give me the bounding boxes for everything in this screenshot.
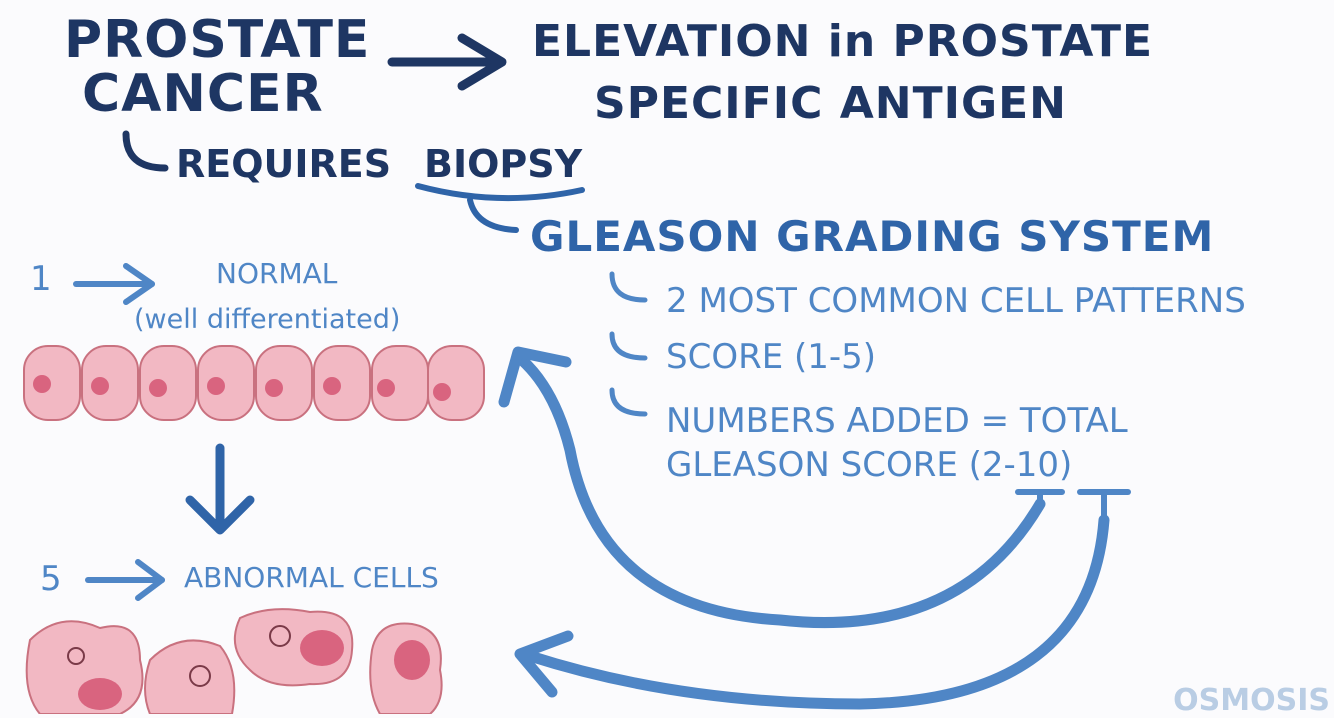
curved-arrow-to-abnormal <box>514 514 1110 710</box>
arrow-cancer-to-psa <box>387 33 507 91</box>
abnormal-cell <box>369 622 443 714</box>
normal-cell <box>427 345 485 421</box>
gleason-heading: GLEASON GRADING SYSTEM <box>530 212 1215 261</box>
gleason-item-score: SCORE (1-5) <box>666 337 877 377</box>
requires-label: REQUIRES <box>176 142 392 186</box>
normal-cells <box>23 345 485 421</box>
elevation-line-1: ELEVATION in PROSTATE <box>532 16 1154 67</box>
title-line-2: CANCER <box>82 64 324 124</box>
bracket-requires <box>122 130 169 172</box>
abnormal-cell <box>144 639 236 714</box>
connector-biopsy-gleason <box>467 197 519 233</box>
abnormal-label: ABNORMAL CELLS <box>184 561 439 594</box>
normal-cell <box>197 345 255 421</box>
abnormal-cells <box>25 608 443 714</box>
normal-label: NORMAL <box>216 257 338 290</box>
gleason-item-patterns: 2 MOST COMMON CELL PATTERNS <box>666 281 1246 321</box>
normal-cell <box>81 345 139 421</box>
gleason-item-added: NUMBERS ADDED = TOTAL <box>666 401 1128 441</box>
osmosis-logo: OSMOSIS <box>1173 683 1330 718</box>
arrow-down <box>185 443 255 535</box>
normal-number: 1 <box>30 259 52 299</box>
arrow-1-normal <box>73 263 155 305</box>
normal-cell <box>313 345 371 421</box>
normal-cell <box>255 345 313 421</box>
biopsy-label: BIOPSY <box>424 142 583 186</box>
abnormal-cell <box>233 608 354 687</box>
biopsy-underline <box>415 183 585 202</box>
curved-arrow-to-normal <box>498 346 1046 629</box>
abnormal-cell <box>25 620 144 714</box>
gleason-item-total: GLEASON SCORE (2-10) <box>666 445 1073 485</box>
normal-sublabel: (well differentiated) <box>134 304 401 335</box>
gleason-brackets <box>609 271 648 417</box>
normal-cell <box>371 345 429 421</box>
normal-cell <box>23 345 81 421</box>
normal-cell <box>139 345 197 421</box>
arrow-5-abnormal <box>85 559 165 601</box>
abnormal-number: 5 <box>40 559 62 599</box>
elevation-line-2: SPECIFIC ANTIGEN <box>594 78 1067 129</box>
title-line-1: PROSTATE <box>64 10 371 70</box>
